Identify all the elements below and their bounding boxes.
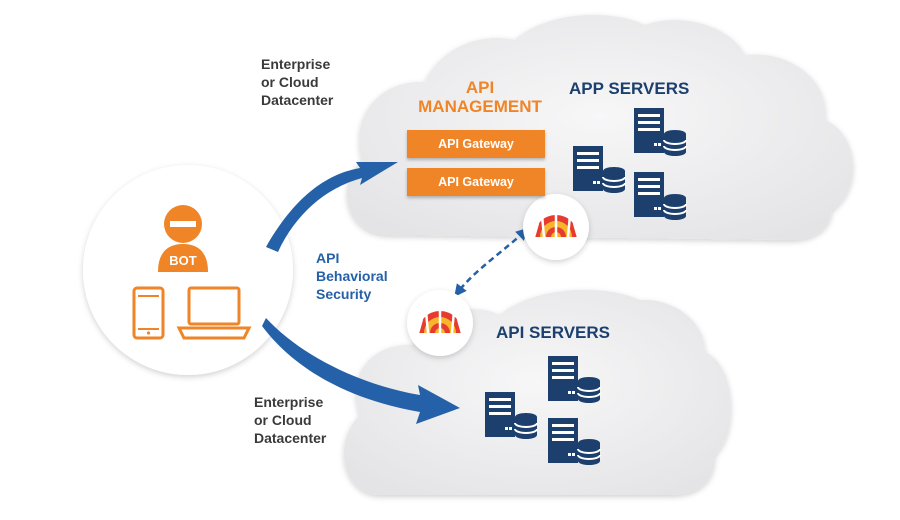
api-management-title: API MANAGEMENT (418, 78, 542, 116)
database-icon (602, 166, 626, 194)
api-gateway-box: API Gateway (407, 130, 545, 158)
top-datacenter-label: Enterprise or Cloud Datacenter (261, 56, 334, 108)
database-icon (577, 376, 601, 404)
top-cloud (347, 14, 853, 240)
security-logo-icon (407, 290, 473, 356)
smartphone-icon (132, 286, 165, 340)
server-icon (485, 392, 515, 437)
server-icon (548, 356, 578, 401)
database-icon (663, 129, 687, 157)
arrow-to-bottom-cloud (262, 318, 460, 424)
dashed-link-arrow (454, 227, 529, 297)
bot-label: BOT (169, 253, 197, 268)
bot-user-icon (158, 205, 208, 272)
server-icon (573, 146, 603, 191)
bottom-datacenter-label: Enterprise or Cloud Datacenter (254, 394, 327, 446)
api-servers-title: API SERVERS (496, 323, 611, 342)
app-servers-title: APP SERVERS (569, 79, 690, 98)
laptop-icon (176, 286, 252, 340)
server-icon (634, 172, 664, 217)
database-icon (514, 412, 538, 440)
database-icon (577, 438, 601, 466)
server-icon (548, 418, 578, 463)
behavioral-security-label: API Behavioral Security (316, 250, 388, 302)
security-logo-icon (523, 194, 589, 260)
arrow-to-top-cloud (266, 162, 398, 252)
server-icon (634, 108, 664, 153)
database-icon (663, 193, 687, 221)
api-gateway-box: API Gateway (407, 168, 545, 196)
